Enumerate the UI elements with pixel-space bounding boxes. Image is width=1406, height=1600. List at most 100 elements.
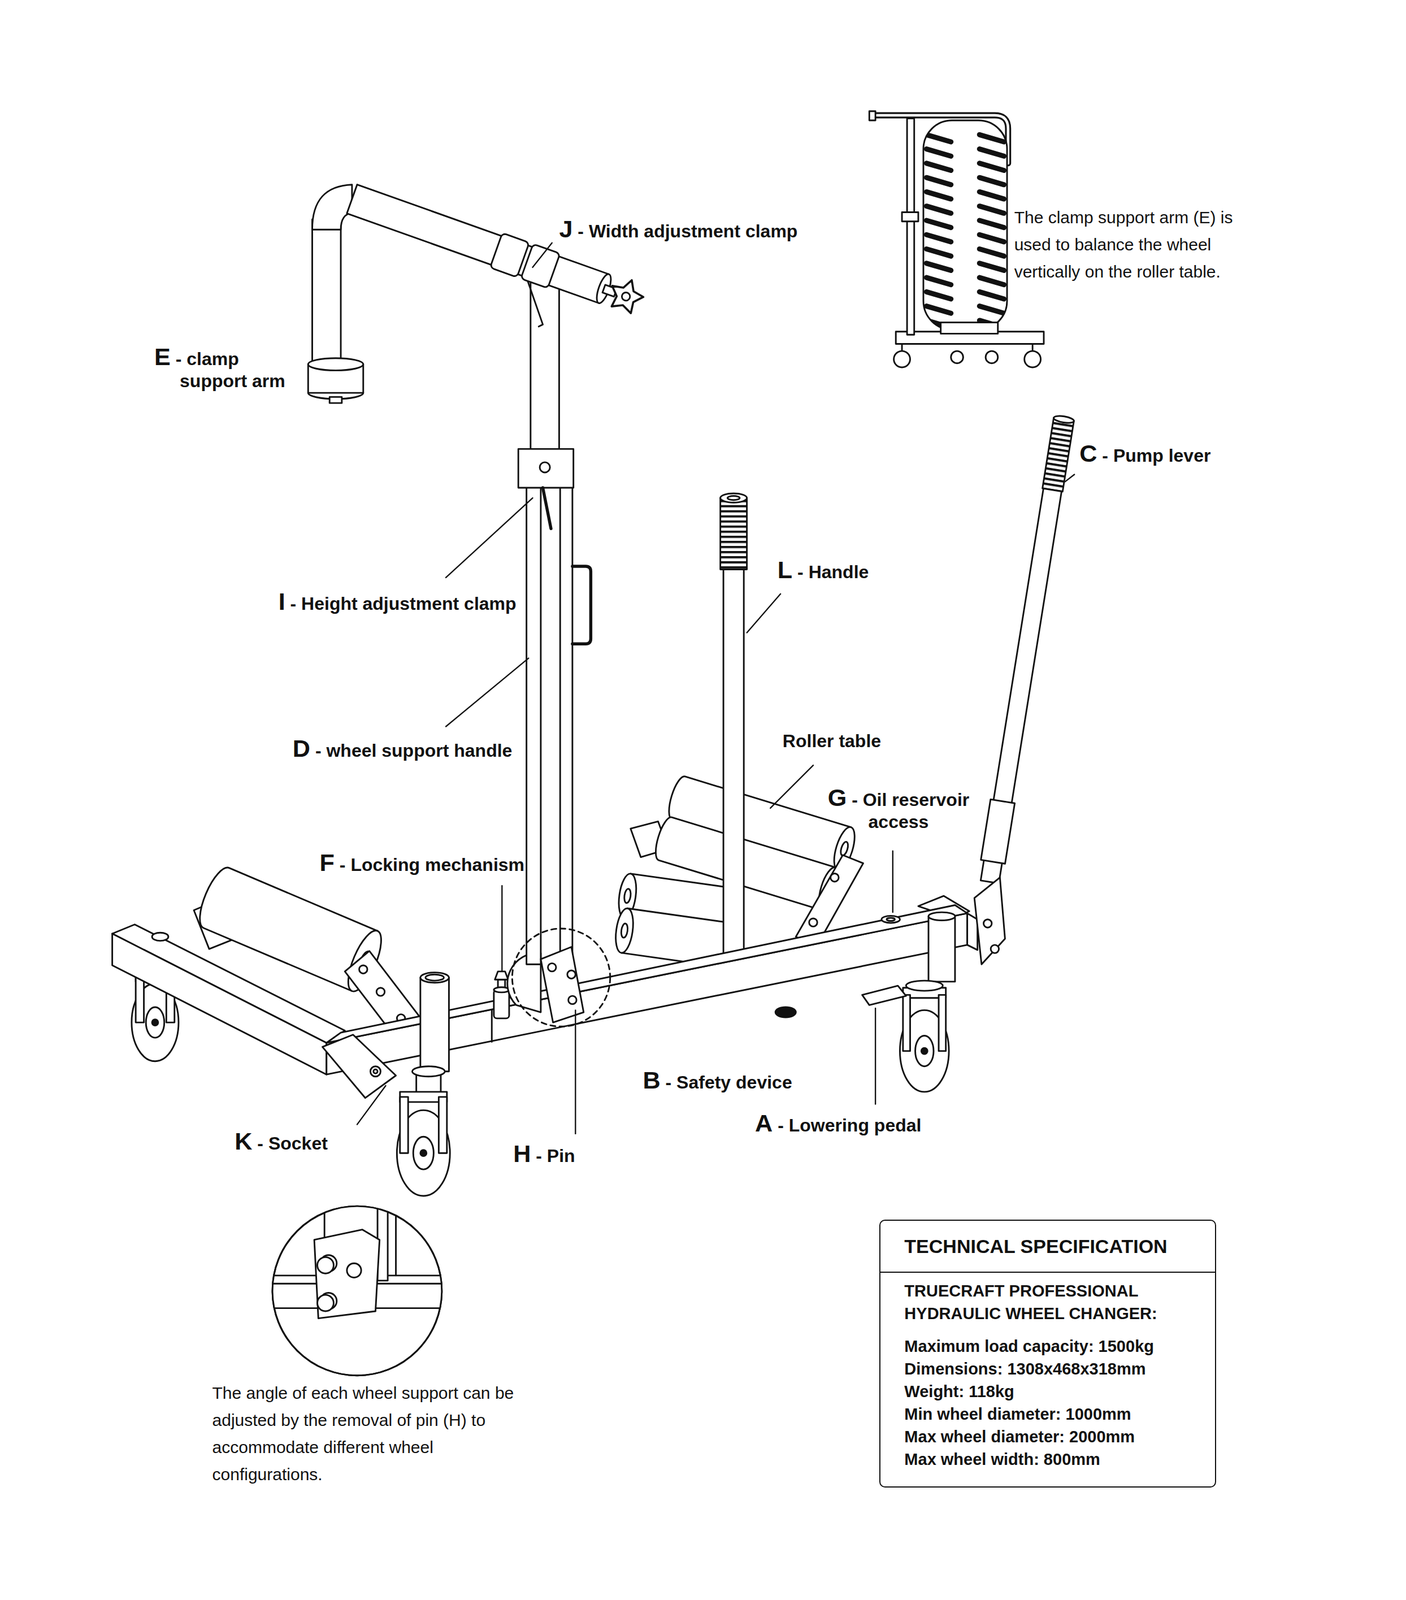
leader-line xyxy=(532,242,552,268)
roller-table xyxy=(839,840,850,857)
roller-table xyxy=(830,873,839,882)
wheel-support-handle xyxy=(568,995,577,1004)
wheel-support-handle xyxy=(539,462,550,473)
wheel-support-handle xyxy=(540,946,584,1023)
caster-wheel xyxy=(413,1136,434,1170)
inset-wheel-sketch xyxy=(1024,350,1041,368)
caster-wheel xyxy=(899,912,955,1092)
socket xyxy=(370,1066,381,1077)
part-label: D - wheel support handle xyxy=(292,734,513,763)
part-label: A - Lowering pedal xyxy=(754,1109,922,1138)
locking-mechanism xyxy=(493,971,510,1019)
clamp-support-arm xyxy=(329,396,342,403)
wheel-support-handle xyxy=(572,566,591,644)
clamp-support-arm xyxy=(307,358,363,371)
inset-wheel-sketch xyxy=(1031,343,1034,351)
part-label: C - Pump lever xyxy=(1079,439,1211,468)
pin-detail-inset xyxy=(346,1263,362,1278)
leader-line xyxy=(874,1008,876,1105)
clamp-support-arm xyxy=(346,184,610,304)
wheel-changer-illustration xyxy=(112,111,1077,1376)
spec-text: Max wheel diameter: 2000mm xyxy=(880,1425,1215,1448)
pump-lever xyxy=(983,919,992,928)
base-frame xyxy=(886,917,895,921)
caster-wheel xyxy=(411,1066,445,1077)
base-frame xyxy=(112,904,978,1075)
part-label: B - Safety device xyxy=(642,1066,792,1095)
spec-box: TECHNICAL SPECIFICATION TRUECRAFT PROFESS… xyxy=(879,1219,1217,1488)
pump-lever xyxy=(977,414,1077,884)
inset-wheel-sketch xyxy=(901,212,919,222)
part-label: I - Height adjustment clamp xyxy=(278,587,517,616)
wheel-support-handle xyxy=(543,487,551,529)
caster-wheel xyxy=(938,994,946,1051)
caster-wheel xyxy=(921,1047,928,1054)
part-label: E - clamp support arm xyxy=(154,343,305,392)
roller-table xyxy=(613,907,636,954)
handle xyxy=(723,550,744,962)
part-label: L - Handle xyxy=(777,556,870,585)
lowering-pedal xyxy=(862,985,907,1005)
socket xyxy=(420,977,450,1072)
leader-line xyxy=(501,885,503,972)
leader-line xyxy=(574,1009,576,1134)
inset-wheel-sketch xyxy=(923,120,1008,330)
socket xyxy=(420,972,450,983)
inset-wheel-sketch xyxy=(901,343,904,351)
spec-heading: TECHNICAL SPECIFICATION xyxy=(880,1220,1215,1273)
clamp-support-arm xyxy=(311,219,341,364)
part-label: J - Width adjustment clamp xyxy=(558,215,798,244)
pump-lever xyxy=(974,877,1005,965)
handle xyxy=(727,495,740,500)
clamp-support-arm xyxy=(605,274,648,316)
spec-text: Weight: 118kg xyxy=(880,1380,1215,1403)
caster-wheel xyxy=(438,1096,447,1153)
locking-mechanism xyxy=(493,989,510,1019)
caster-wheel xyxy=(145,1007,164,1038)
wheel-support-handle xyxy=(507,267,611,1027)
pump-lever xyxy=(974,414,1076,965)
socket xyxy=(425,974,444,981)
leader-line xyxy=(445,497,533,578)
wheel-support-handle xyxy=(518,448,574,488)
pin-detail-inset xyxy=(314,1229,380,1319)
inset-wheel-sketch xyxy=(985,350,998,364)
pump-lever xyxy=(1053,414,1075,424)
caster-wheel xyxy=(903,994,911,1051)
caster-wheel xyxy=(928,916,956,982)
clamp-support-arm xyxy=(521,244,561,289)
spec-text: Dimensions: 1308x468x318mm xyxy=(880,1357,1215,1381)
caster-wheel xyxy=(905,980,943,991)
inset-wheel-sketch xyxy=(926,134,1004,328)
pump-lever xyxy=(990,944,999,953)
wheel-support-handle xyxy=(567,970,576,979)
pin-detail-inset xyxy=(317,1294,334,1312)
handle xyxy=(720,493,748,503)
caster-wheel xyxy=(928,912,956,921)
inset-wheel-sketch xyxy=(951,350,964,364)
leader-line xyxy=(357,1085,386,1125)
socket xyxy=(322,972,450,1099)
clamp-support-arm xyxy=(345,181,648,320)
socket xyxy=(373,1069,378,1074)
spec-text: TRUECRAFT PROFESSIONAL HYDRAULIC WHEEL C… xyxy=(880,1279,1215,1325)
wheel-support-handle xyxy=(560,453,573,954)
pin-detail-inset xyxy=(395,1193,397,1275)
handle xyxy=(720,497,748,570)
caster-wheel xyxy=(915,1035,934,1067)
leader-line xyxy=(747,593,781,633)
part-label: Roller table xyxy=(782,730,882,752)
leader-line xyxy=(445,658,529,727)
inset-wheel-sketch xyxy=(926,134,1004,328)
clamp-support-arm xyxy=(620,291,631,302)
leader-line xyxy=(1065,474,1075,483)
pin-detail-inset xyxy=(259,1193,464,1375)
wheel-support-roller xyxy=(359,965,368,974)
note-text: The angle of each wheel support can be a… xyxy=(212,1379,524,1488)
pump-lever xyxy=(981,799,1015,864)
base-frame xyxy=(881,915,900,923)
caster-wheel xyxy=(135,977,144,1023)
pump-lever xyxy=(1042,417,1075,492)
inset-wheel-sketch xyxy=(894,350,911,368)
